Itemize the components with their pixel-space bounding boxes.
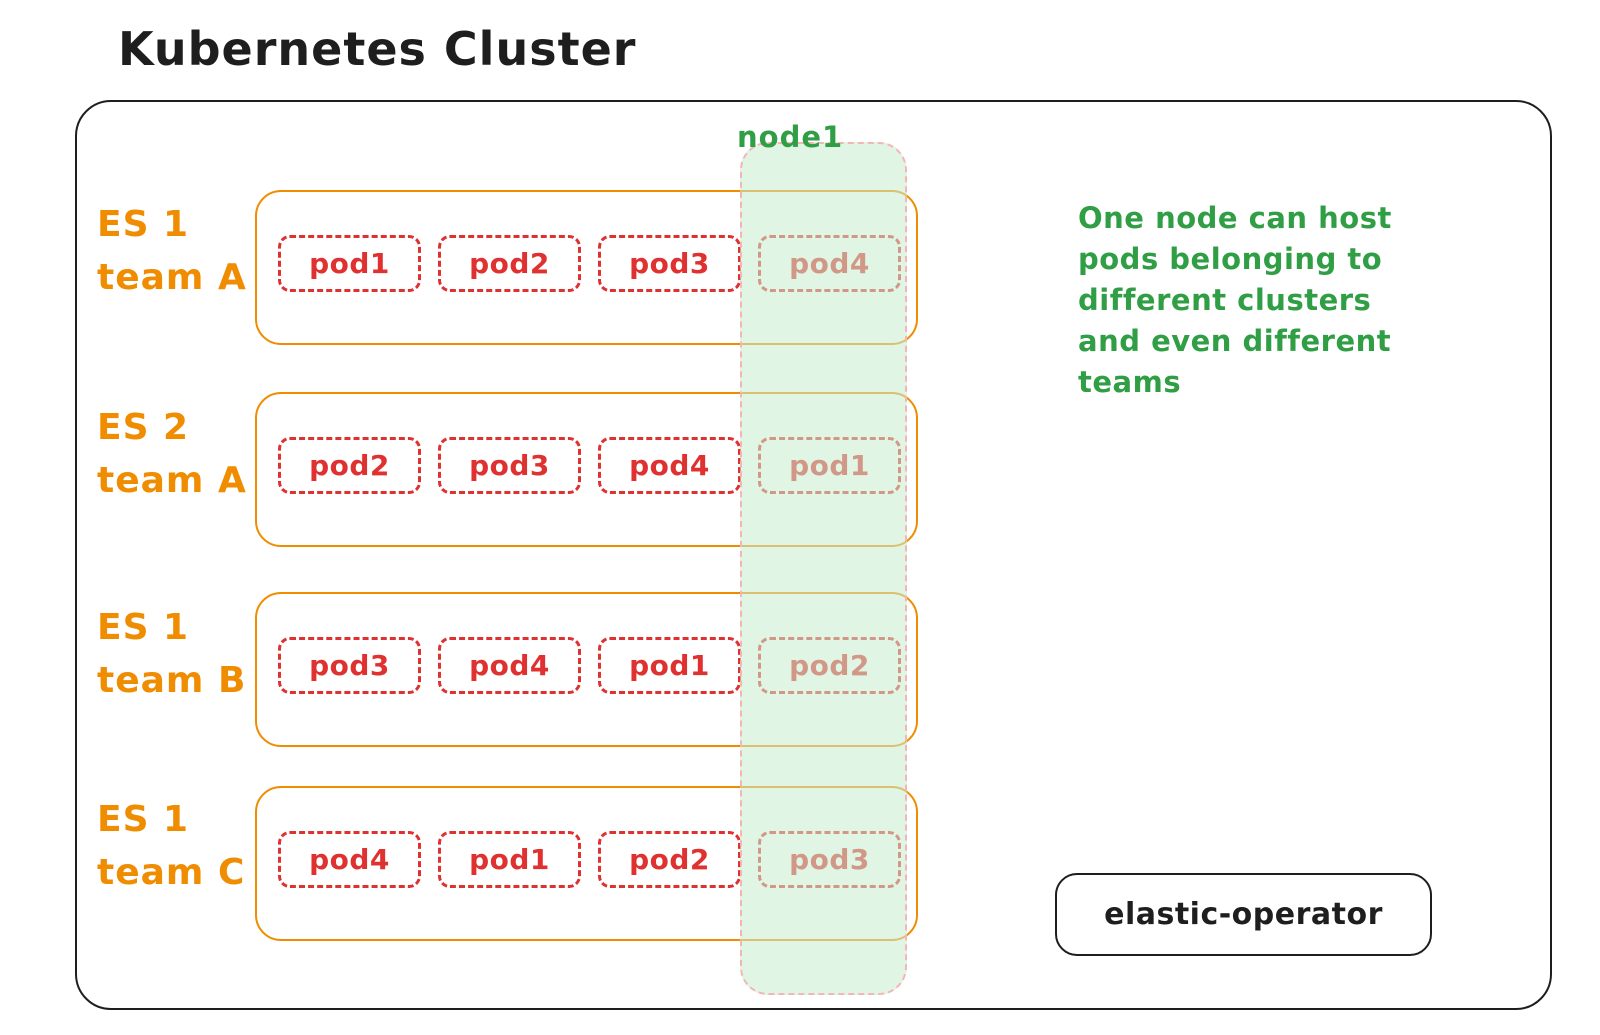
pod: pod1: [438, 831, 581, 888]
elastic-operator-box: elastic-operator: [1055, 873, 1432, 956]
kubernetes-cluster-boundary: [75, 100, 1552, 1010]
annotation-line: teams: [1078, 365, 1182, 399]
annotation-line: One node can host: [1078, 201, 1392, 235]
cluster-name: ES 1: [97, 799, 190, 840]
node-annotation: One node can host pods belonging to diff…: [1078, 198, 1392, 403]
cluster-name: ES 1: [97, 204, 190, 245]
cluster-team: team A: [97, 257, 247, 298]
pod: pod2: [438, 235, 581, 292]
cluster-team: team B: [97, 660, 247, 701]
cluster-name: ES 2: [97, 407, 190, 448]
pod: pod4: [278, 831, 421, 888]
pod: pod1: [598, 637, 741, 694]
cluster-label-es1-team-b: ES 1 team B: [97, 601, 255, 707]
pod: pod2: [598, 831, 741, 888]
annotation-line: and even different: [1078, 324, 1392, 358]
pod: pod3: [278, 637, 421, 694]
pod: pod2: [278, 437, 421, 494]
cluster-label-es1-team-c: ES 1 team C: [97, 793, 255, 899]
diagram-title: Kubernetes Cluster: [118, 22, 637, 76]
cluster-team: team A: [97, 460, 247, 501]
pod: pod3: [598, 235, 741, 292]
cluster-team: team C: [97, 852, 246, 893]
cluster-label-es2-team-a: ES 2 team A: [97, 401, 255, 507]
annotation-line: pods belonging to: [1078, 242, 1383, 276]
node1-band: [740, 142, 907, 995]
node1-label: node1: [737, 120, 844, 154]
pod: pod4: [438, 637, 581, 694]
pod: pod3: [438, 437, 581, 494]
annotation-line: different clusters: [1078, 283, 1372, 317]
cluster-name: ES 1: [97, 607, 190, 648]
pod: pod4: [598, 437, 741, 494]
pod: pod1: [278, 235, 421, 292]
cluster-label-es1-team-a: ES 1 team A: [97, 198, 255, 304]
elastic-operator-label: elastic-operator: [1104, 897, 1383, 932]
